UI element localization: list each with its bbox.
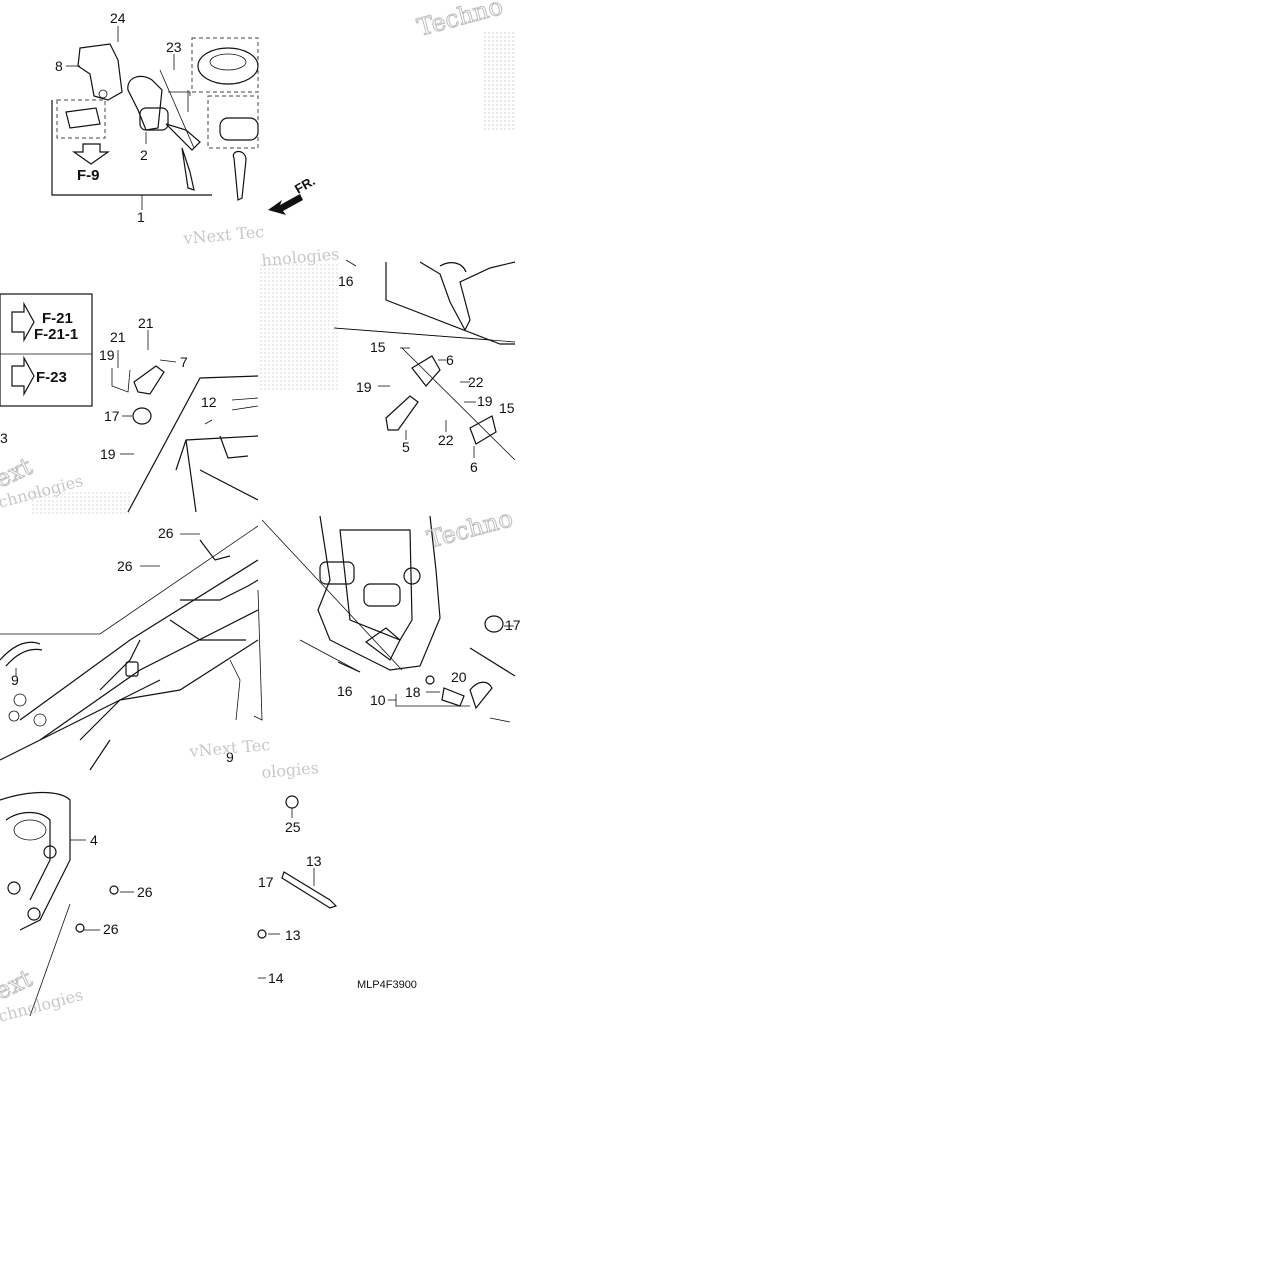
callout-16-lower: 16 — [337, 683, 353, 699]
callout-1: 1 — [137, 209, 145, 225]
callout-15-right: 15 — [499, 400, 515, 416]
panel-key-set — [51, 26, 259, 210]
callout-20: 20 — [451, 669, 467, 685]
panel-main-frame — [0, 525, 263, 771]
front-direction-arrow: FR. — [268, 173, 318, 215]
callout-22-right: 22 — [468, 374, 484, 390]
watermark-7: vNext Tec — [188, 735, 271, 761]
callout-19-lower: 19 — [100, 446, 116, 462]
callout-9-left: 9 — [11, 672, 19, 688]
callout-13-nut: 13 — [285, 927, 301, 943]
watermark-6: Techno — [424, 504, 515, 554]
callout-2: 2 — [140, 147, 148, 163]
callout-26-rail-upper: 26 — [137, 884, 153, 900]
callout-21-right: 21 — [138, 315, 154, 331]
callout-19-rear: 19 — [356, 379, 372, 395]
callout-26-top: 26 — [158, 525, 174, 541]
callout-17-hardware: 17 — [258, 874, 274, 890]
callout-5: 5 — [402, 439, 410, 455]
callout-25: 25 — [285, 819, 301, 835]
callout-3: 3 — [0, 430, 8, 446]
panel-battery-box — [261, 515, 516, 723]
ref-f9: F-9 — [77, 167, 100, 184]
logo-stipple-top — [482, 30, 515, 130]
logo-stipple-left — [30, 490, 130, 515]
callout-19-upper: 19 — [99, 347, 115, 363]
logo-stipple-mid — [258, 262, 338, 392]
callout-18: 18 — [405, 684, 421, 700]
ref-f21: F-21 — [42, 310, 73, 327]
callout-21-left: 21 — [110, 329, 126, 345]
panel-grab-rail — [0, 791, 134, 1017]
callout-8: 8 — [55, 58, 63, 74]
callout-14: 14 — [268, 970, 284, 986]
callout-6-top: 6 — [446, 352, 454, 368]
callout-15-left: 15 — [370, 339, 386, 355]
reference-labels: F-9 F-21 F-21-1 F-23 — [34, 167, 100, 386]
callout-23: 23 — [166, 39, 182, 55]
panel-hardware — [257, 795, 338, 939]
ref-f23: F-23 — [36, 369, 67, 386]
callout-22-lower: 22 — [438, 432, 454, 448]
callout-19-right: 19 — [477, 393, 493, 409]
callout-26-rail-lower: 26 — [103, 921, 119, 937]
callout-12: 12 — [201, 394, 217, 410]
ref-f21-1: F-21-1 — [34, 326, 78, 343]
callout-17-right: 17 — [505, 617, 521, 633]
callout-13-bolt: 13 — [306, 853, 322, 869]
direction-label: FR. — [292, 173, 318, 196]
panel-rear-bracket — [333, 259, 516, 461]
callout-7: 7 — [180, 354, 188, 370]
watermark-8: ologies — [261, 758, 320, 782]
diagram-code: MLP4F3900 — [357, 979, 417, 991]
callout-17-left: 17 — [104, 408, 120, 424]
callout-numbers: 24 23 8 2 1 16 15 6 19 22 19 15 22 5 6 2… — [0, 10, 521, 986]
callout-9-right: 9 — [226, 749, 234, 765]
callout-16-upper: 16 — [338, 273, 354, 289]
callout-10: 10 — [370, 692, 386, 708]
watermark-2: vNext Tec — [182, 222, 265, 248]
callout-24: 24 — [110, 10, 126, 26]
panel-upper-frame — [0, 293, 259, 513]
callout-26-mid: 26 — [117, 558, 133, 574]
callout-6-bottom: 6 — [470, 459, 478, 475]
callout-4: 4 — [90, 832, 98, 848]
